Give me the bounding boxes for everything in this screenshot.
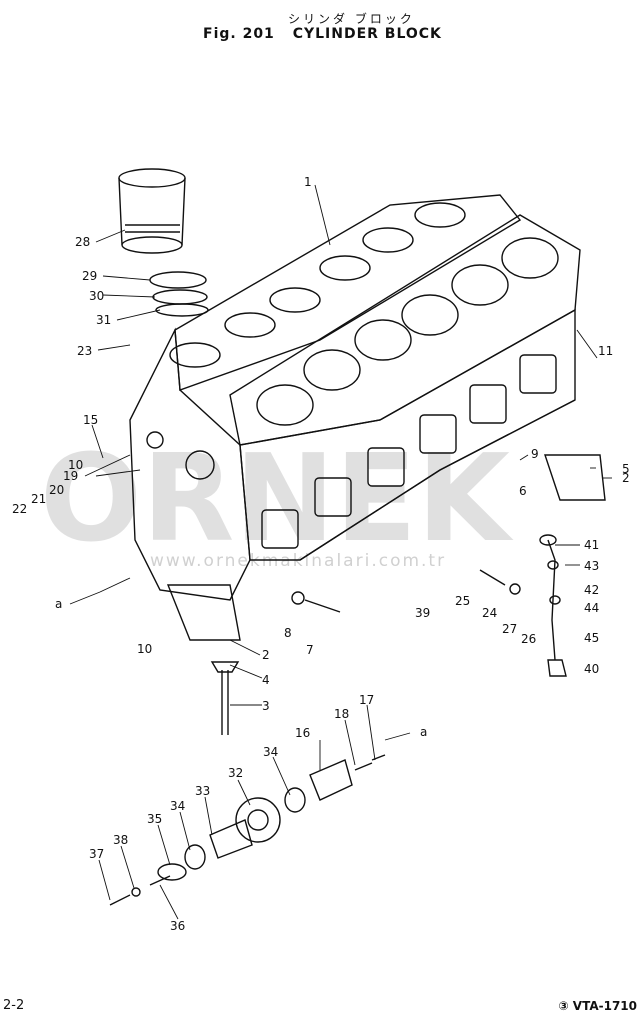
bearing-cap-parts — [166, 454, 606, 735]
callout-15: 15 — [83, 413, 98, 427]
cylinder-block-drawing — [129, 194, 581, 601]
callout-26: 26 — [521, 632, 536, 646]
callout-41: 41 — [584, 538, 599, 552]
callout-32: 32 — [228, 766, 243, 780]
callout-19: 19 — [63, 469, 78, 483]
watermark-url: www.ornekmakinalari.com.tr — [150, 551, 446, 571]
callout-2-right: 2 — [622, 471, 630, 485]
callout-21: 21 — [31, 492, 46, 506]
callout-33: 33 — [195, 784, 210, 798]
callout-1: 1 — [304, 175, 312, 189]
callout-30: 30 — [89, 289, 104, 303]
callout-45: 45 — [584, 631, 599, 645]
leader-lines — [69, 184, 612, 920]
cylinder-liner-group — [118, 168, 209, 317]
callout-38: 38 — [113, 833, 128, 847]
callout-a-right: a — [420, 725, 427, 739]
callout-10-upper: 10 — [68, 458, 83, 472]
document-code: ③ VTA-1710 — [558, 999, 637, 1013]
callout-8: 8 — [284, 626, 292, 640]
callout-34-lower: 34 — [170, 799, 185, 813]
figure-title: Fig. 201 CYLINDER BLOCK — [203, 26, 454, 42]
callout-34-upper: 34 — [263, 745, 278, 759]
title-japanese: シリンダ ブロック — [288, 12, 415, 26]
callout-35: 35 — [147, 812, 162, 826]
page-number: 2-2 — [3, 998, 25, 1013]
callout-37: 37 — [89, 847, 104, 861]
callout-16: 16 — [295, 726, 310, 740]
callout-labels: 1 28 29 30 31 23 11 15 10 19 21 20 22 9 … — [12, 175, 630, 933]
callout-3: 3 — [262, 699, 270, 713]
callout-29: 29 — [82, 269, 97, 283]
callout-24: 24 — [482, 606, 497, 620]
callout-18: 18 — [334, 707, 349, 721]
callout-17: 17 — [359, 693, 374, 707]
callout-31: 31 — [96, 313, 111, 327]
callout-23: 23 — [77, 344, 92, 358]
callout-a-left: a — [55, 597, 62, 611]
watermark: ORNEK www.ornekmakinalari.com.tr — [40, 430, 514, 571]
callout-27: 27 — [502, 622, 517, 636]
callout-5: 5 — [622, 462, 630, 476]
callout-4: 4 — [262, 673, 270, 687]
callout-40: 40 — [584, 662, 599, 676]
callout-20: 20 — [49, 483, 64, 497]
callout-11: 11 — [598, 344, 613, 358]
callout-22: 22 — [12, 502, 27, 516]
callout-36: 36 — [170, 919, 185, 933]
callout-44: 44 — [584, 601, 599, 615]
oil-pipe-assembly — [539, 534, 567, 677]
callout-39: 39 — [415, 606, 430, 620]
callout-43: 43 — [584, 559, 599, 573]
gear-shaft-assembly — [109, 754, 386, 906]
callout-10-lower: 10 — [137, 642, 152, 656]
callout-28: 28 — [75, 235, 90, 249]
figure-number: Fig. 201 — [203, 26, 275, 42]
callout-9: 9 — [531, 447, 539, 461]
callout-2-lower: 2 — [262, 648, 270, 662]
callout-7: 7 — [306, 643, 314, 657]
callout-25: 25 — [455, 594, 470, 608]
callout-6: 6 — [519, 484, 527, 498]
figure-name: CYLINDER BLOCK — [292, 26, 442, 42]
callout-42: 42 — [584, 583, 599, 597]
